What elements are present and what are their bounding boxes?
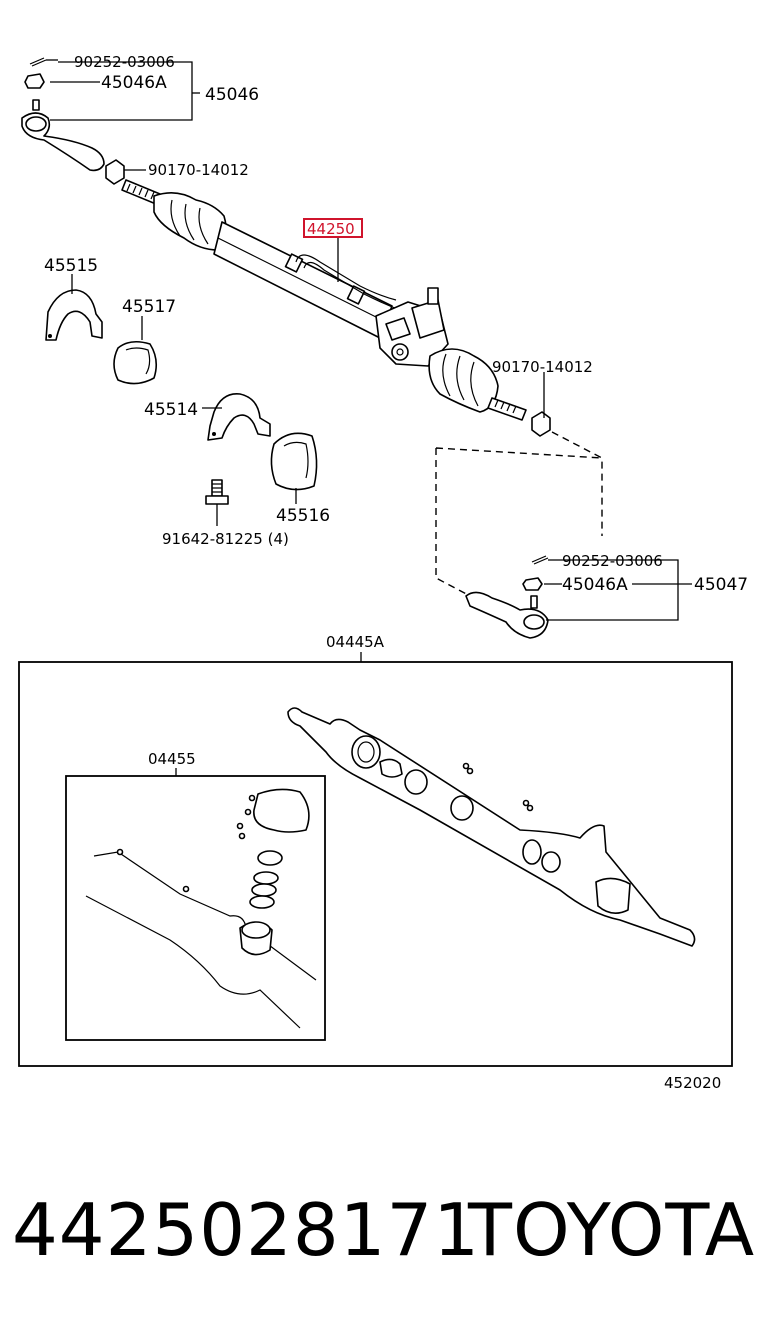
label-90170-14012-top: 90170-14012: [148, 161, 249, 179]
dashed-guide-box: [435, 431, 603, 599]
gasket-plate-icon: [236, 788, 310, 840]
bolt-91642-icon: [205, 479, 229, 505]
bushing-45516-icon: [270, 432, 318, 491]
label-452020: 452020: [664, 1074, 721, 1092]
right-cotter-pin-icon: [531, 555, 549, 565]
label-90170-14012-right: 90170-14012: [492, 358, 593, 376]
left-tie-rod-end-icon: [21, 99, 105, 172]
label-90252-03006-top: 90252-03006: [74, 53, 175, 71]
rack-cutaway-icon: [287, 707, 696, 947]
footer: 4425028171 TOYOTA: [0, 1185, 760, 1285]
kit-box-04445A: [18, 661, 733, 1067]
label-44250: 44250: [307, 220, 355, 238]
seal-rings-icon: [249, 850, 283, 909]
valve-housing-cutaway-icon: [85, 848, 317, 1029]
right-castle-nut-icon: [522, 577, 543, 591]
label-45046A: 45046A: [101, 73, 167, 93]
left-lock-nut-icon: [105, 159, 125, 185]
label-45516: 45516: [276, 506, 330, 526]
label-04455: 04455: [148, 750, 196, 768]
steering-rack-parts-diagram: 90252-03006 45046A 45046 90170-14012: [18, 53, 748, 1092]
right-tie-rod-end-icon: [465, 591, 549, 639]
label-04445A: 04445A: [326, 633, 385, 651]
label-45047: 45047: [694, 575, 748, 595]
castle-nut-icon: [24, 73, 45, 89]
right-lock-nut-icon: [531, 411, 551, 437]
label-45514: 45514: [144, 400, 198, 420]
label-45515: 45515: [44, 256, 98, 276]
cotter-pin-icon: [29, 57, 58, 67]
label-45517: 45517: [122, 297, 176, 317]
bracket-45515-icon: [45, 289, 103, 341]
label-90252-03006-right: 90252-03006: [562, 552, 663, 570]
highlight-box-44250: [303, 218, 363, 238]
kit-box-04455: [65, 775, 326, 1041]
label-45046: 45046: [205, 85, 259, 105]
label-91642-81225: 91642-81225 (4): [162, 530, 289, 548]
part-number: 4425028171: [12, 1188, 481, 1272]
label-45046A-right: 45046A: [562, 575, 628, 595]
bushing-45517-icon: [113, 340, 158, 385]
steering-rack-housing-icon: [121, 179, 527, 421]
bracket-45514-icon: [207, 393, 271, 441]
brand-name: TOYOTA: [468, 1188, 756, 1272]
